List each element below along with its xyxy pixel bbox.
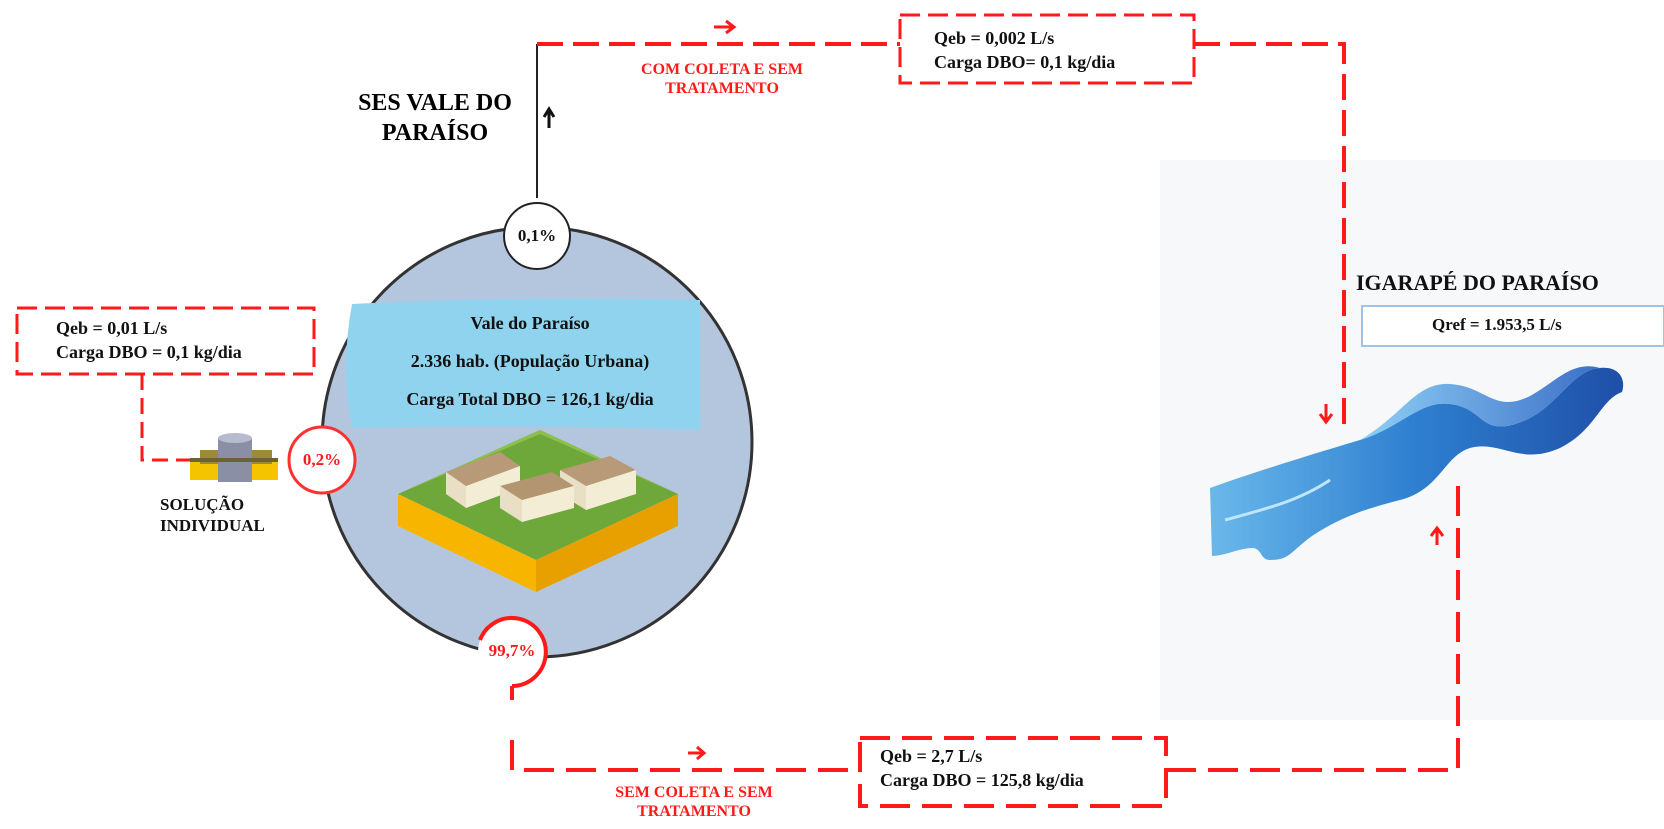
collected-untreated-label-line2: TRATAMENTO — [665, 80, 779, 97]
collected-info-box — [898, 13, 1196, 85]
uncollected-carga: Carga DBO = 125,8 kg/dia — [880, 770, 1084, 790]
river-icon — [1210, 366, 1624, 560]
individual-qeb: Qeb = 0,01 L/s — [56, 318, 168, 338]
ses-label-line2: PARAÍSO — [381, 120, 489, 146]
collected-flow-line — [537, 42, 1346, 430]
ses-label-line1: SES VALE DO — [358, 90, 512, 116]
collected-percent: 0,1% — [517, 226, 557, 245]
individual-info-text: Qeb = 0,01 L/s Carga DBO = 0,1 kg/dia — [56, 316, 242, 364]
individual-solution-label: SOLUÇÃO INDIVIDUAL — [160, 494, 265, 536]
top-down-arrow-icon — [1318, 404, 1334, 425]
collected-untreated-label: COM COLETA E SEM TRATAMENTO — [622, 60, 822, 98]
collected-qeb: Qeb = 0,002 L/s — [934, 28, 1055, 48]
collected-percent-circle — [503, 202, 571, 270]
qref-box — [1361, 305, 1664, 347]
uncollected-flow-line — [510, 476, 1460, 772]
ses-label: SES VALE DO PARAÍSO — [335, 88, 535, 148]
bottom-flow-arrow-icon — [688, 745, 707, 761]
individual-percent: 0,2% — [302, 450, 342, 469]
uncollected-untreated-label-line1: SEM COLETA E SEM — [615, 784, 773, 801]
individual-percent-circle — [287, 425, 357, 495]
uncollected-untreated-label: SEM COLETA E SEM TRATAMENTO — [594, 783, 794, 821]
individual-solution-line1: SOLUÇÃO — [160, 495, 245, 514]
city-total-load: Carga Total DBO = 126,1 kg/dia — [406, 389, 654, 409]
individual-carga: Carga DBO = 0,1 kg/dia — [56, 342, 242, 362]
uncollected-percent: 99,7% — [488, 641, 536, 660]
city-population: 2.336 hab. (População Urbana) — [410, 351, 650, 371]
collected-info-text: Qeb = 0,002 L/s Carga DBO= 0,1 kg/dia — [934, 26, 1115, 74]
ses-up-arrow-icon — [542, 106, 556, 128]
city-info: Vale do Paraíso 2.336 hab. (População Ur… — [360, 304, 700, 418]
land-houses-icon — [398, 430, 678, 592]
individual-info-box — [15, 306, 316, 376]
uncollected-untreated-label-line2: TRATAMENTO — [637, 803, 751, 820]
individual-solution-line2: INDIVIDUAL — [160, 516, 265, 535]
receiving-body-name: IGARAPÉ DO PARAÍSO — [1356, 270, 1599, 295]
collected-carga: Carga DBO= 0,1 kg/dia — [934, 52, 1116, 72]
bottom-up-arrow-icon — [1429, 525, 1445, 545]
receiving-body-qref: Qref = 1.953,5 L/s — [1432, 315, 1562, 334]
uncollected-info-box — [858, 736, 1168, 808]
septic-tank-icon — [190, 433, 278, 482]
uncollected-qeb: Qeb = 2,7 L/s — [880, 746, 983, 766]
top-flow-arrow-icon — [714, 19, 737, 35]
uncollected-percent-circle — [478, 618, 546, 686]
city-info-panel — [346, 298, 700, 430]
uncollected-percent-ring — [478, 616, 548, 688]
uncollected-info-text: Qeb = 2,7 L/s Carga DBO = 125,8 kg/dia — [880, 744, 1084, 792]
collected-untreated-label-line1: COM COLETA E SEM — [641, 61, 803, 78]
individual-flow-line — [140, 374, 190, 462]
city-name: Vale do Paraíso — [470, 313, 590, 333]
